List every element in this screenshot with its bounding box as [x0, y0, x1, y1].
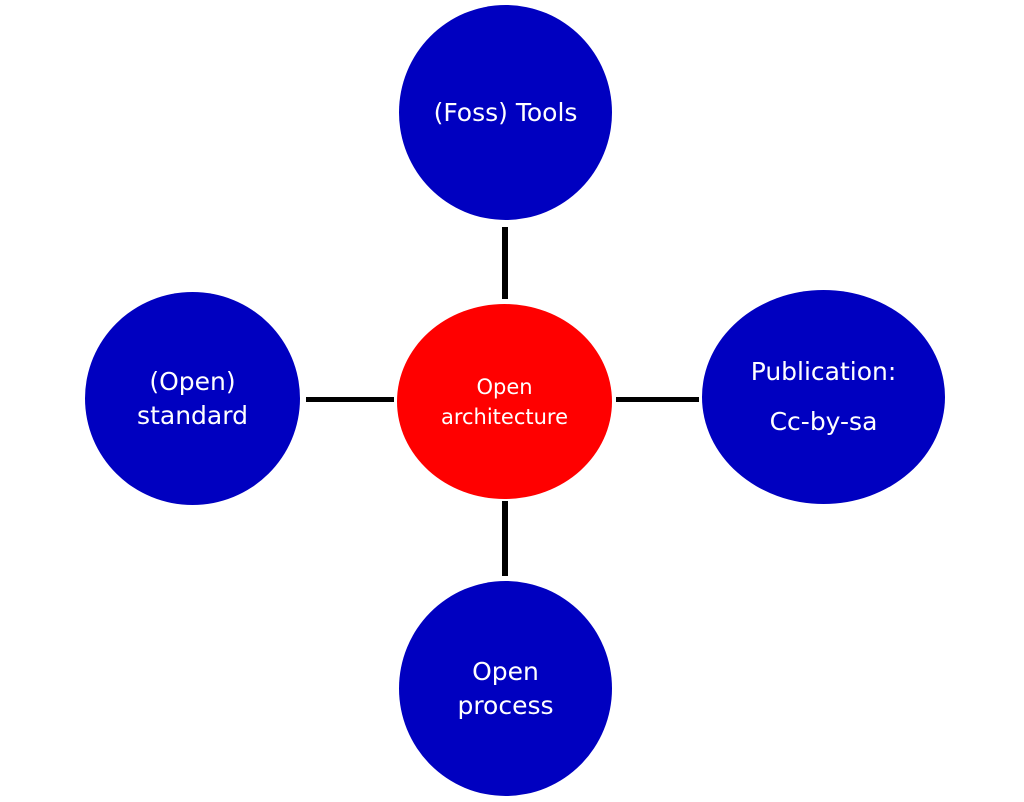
connector-bottom [502, 501, 508, 576]
node-foss-tools: (Foss) Tools [399, 5, 612, 220]
node-label-line-2: Cc-by-sa [769, 407, 878, 436]
node-label-line-1: Publication: [750, 357, 897, 386]
node-open-architecture: Open architecture [397, 304, 612, 499]
node-label-line-2: architecture [440, 404, 569, 429]
node-open-standard: (Open) standard [85, 292, 300, 505]
node-label-line-2: process [457, 690, 554, 720]
node-label-line-1: Open [472, 656, 539, 686]
node-open-process: Open process [399, 581, 612, 796]
node-label-line-1: (Open) [149, 366, 236, 396]
connector-right [616, 397, 699, 402]
node-label: (Foss) Tools [433, 97, 578, 127]
node-label-line-2: standard [137, 400, 248, 430]
node-publication: Publication: Cc-by-sa [702, 290, 945, 504]
connector-top [502, 227, 508, 299]
connector-left [306, 397, 394, 402]
node-label-line-1: Open [476, 374, 533, 399]
